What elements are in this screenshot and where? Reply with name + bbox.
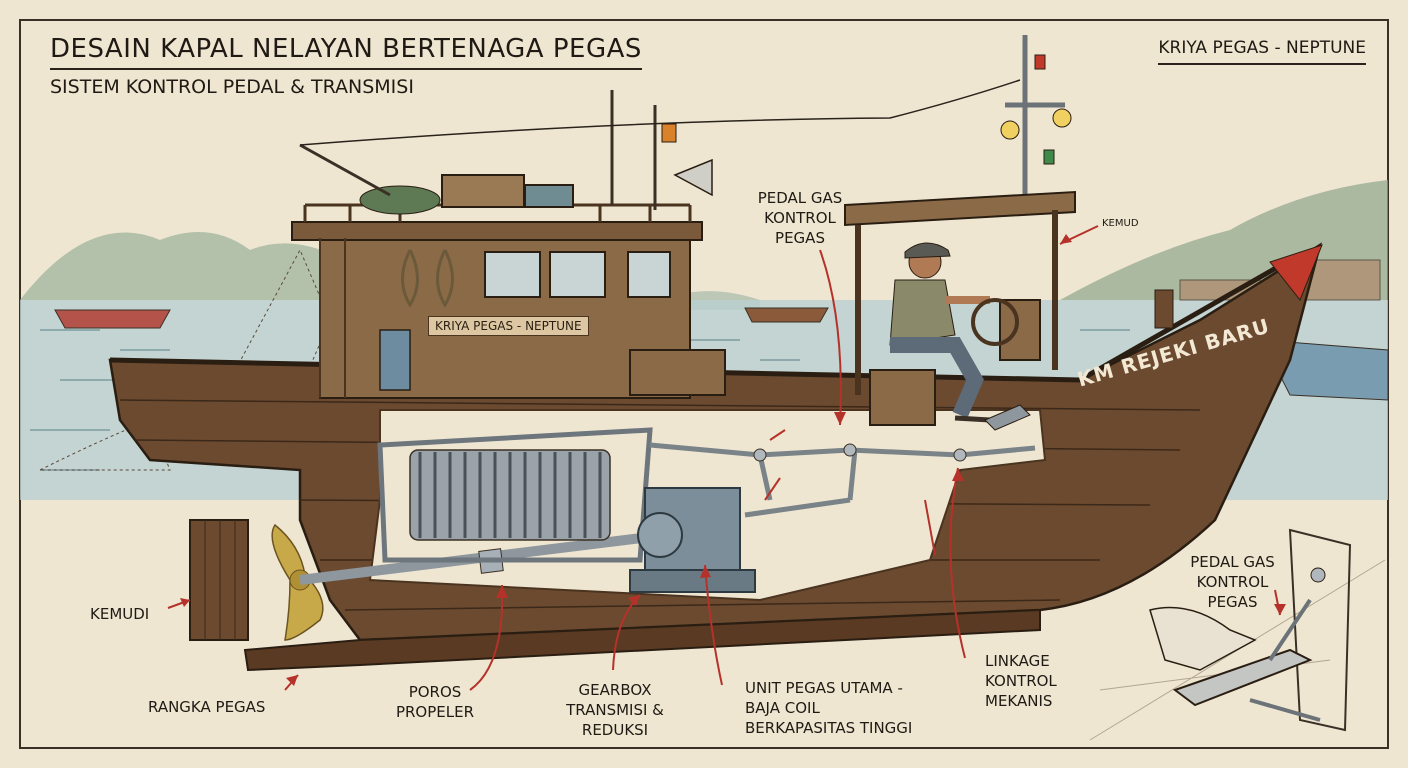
label-gearbox: GEARBOX TRANSMISI & REDUKSI	[555, 680, 675, 740]
signal-light-orange	[662, 124, 676, 142]
linkage-pivot-3	[954, 449, 966, 461]
label-linkage: LINKAGE KONTROL MEKANIS	[985, 651, 1057, 711]
diagram-title: DESAIN KAPAL NELAYAN BERTENAGA PEGAS	[50, 34, 642, 70]
lamp-right	[1053, 109, 1071, 127]
crane-boom	[300, 145, 390, 195]
helm-seat	[870, 370, 935, 425]
linkage-pivot-2	[844, 444, 856, 456]
coil-spring	[410, 450, 610, 540]
cabin-window-1	[485, 252, 540, 297]
deck-bench	[630, 350, 725, 395]
cargo-crate	[442, 175, 524, 207]
label-kemudi: KEMUDI	[90, 604, 149, 624]
label-poros-propeler: POROS PROPELER	[380, 682, 490, 722]
label-unit-pegas: UNIT PEGAS UTAMA - BAJA COIL BERKAPASITA…	[745, 678, 912, 738]
label-rangka-pegas: RANGKA PEGAS	[148, 697, 265, 717]
net-bundle	[360, 186, 440, 214]
cabin-roof	[292, 222, 702, 240]
cabin-window-3	[628, 252, 670, 297]
rudder	[190, 520, 248, 640]
linkage-pivot-1	[754, 449, 766, 461]
lamp-red-top	[1035, 55, 1045, 69]
cargo-box	[525, 185, 573, 207]
loudspeaker-horn	[675, 160, 712, 195]
blue-barrel	[380, 330, 410, 390]
bow-bollard	[1155, 290, 1173, 328]
diagram-subtitle: SISTEM KONTROL PEDAL & TRANSMISI	[50, 76, 414, 98]
lamp-green	[1044, 150, 1054, 164]
label-pedal-gas: PEDAL GAS KONTROL PEGAS	[735, 188, 865, 248]
brand-label: KRIYA PEGAS - NEPTUNE	[1158, 38, 1366, 65]
label-kemud: KEMUD	[1102, 218, 1139, 230]
cabin-sign: KRIYA PEGAS - NEPTUNE	[428, 316, 589, 336]
distant-boat-mid	[745, 308, 828, 322]
label-pedal-detail: PEDAL GAS KONTROL PEGAS	[1180, 552, 1285, 612]
distant-boat-left	[55, 310, 170, 328]
cabin-window-2	[550, 252, 605, 297]
helm-shelter-roof	[845, 192, 1075, 225]
gearbox-base	[630, 570, 755, 592]
antenna-mast	[612, 90, 655, 210]
gearbox-flange	[638, 513, 682, 557]
mountains-left	[20, 232, 360, 300]
lamp-left	[1001, 121, 1019, 139]
helm-console	[1000, 300, 1040, 360]
